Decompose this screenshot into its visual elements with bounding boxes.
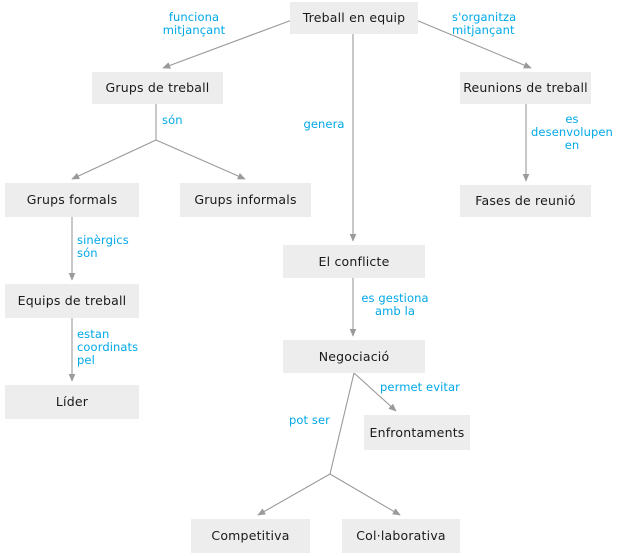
edge-pot-ser-to-competitiva: [257, 473, 331, 516]
node-label: Equips de treball: [17, 293, 127, 309]
edge-label-pot-ser: pot ser: [289, 413, 330, 427]
edge-label-sorganitza-mitjancant: s'organitza mitjançant: [452, 10, 517, 37]
node-label: Grups formals: [26, 192, 118, 208]
node-equips-de-treball[interactable]: Equips de treball: [5, 284, 139, 318]
node-lider[interactable]: Líder: [5, 385, 139, 419]
node-reunions-de-treball[interactable]: Reunions de treball: [460, 72, 591, 104]
node-treball-en-equip[interactable]: Treball en equip: [290, 2, 418, 34]
node-label: El conflicte: [318, 253, 390, 269]
node-fases-de-reunio[interactable]: Fases de reunió: [460, 185, 591, 217]
node-negociacio[interactable]: Negociació: [283, 340, 425, 373]
node-label: Enfrontaments: [369, 424, 465, 440]
edge-label-sinergics-son: sinèrgics són: [77, 233, 129, 260]
edge-son-to-informals: [155, 139, 246, 180]
node-label: Negociació: [318, 348, 390, 364]
node-competitiva[interactable]: Competitiva: [191, 519, 310, 553]
node-label: Grups de treball: [105, 80, 210, 96]
edge-son-to-formals: [71, 139, 157, 180]
edge-label-permet-evitar: permet evitar: [380, 380, 461, 394]
edge-label-es-gestiona-amb-la: es gestiona amb la: [361, 291, 429, 318]
edge-pot-ser-to-collaborativa: [329, 473, 401, 516]
edge-label-funciona-mitjancant: funciona mitjançant: [162, 10, 226, 37]
edge-label-es-desenvolupen-en: es desenvolupen en: [531, 112, 613, 152]
node-enfrontaments[interactable]: Enfrontaments: [364, 415, 470, 450]
node-grups-formals[interactable]: Grups formals: [5, 183, 139, 217]
node-label: Líder: [55, 394, 89, 410]
node-el-conflicte[interactable]: El conflicte: [283, 245, 425, 278]
node-label: Reunions de treball: [463, 80, 588, 96]
node-label: Grups informals: [194, 192, 297, 208]
edge-label-genera: genera: [303, 117, 345, 131]
node-label: Col·laborativa: [356, 528, 446, 544]
node-grups-informals[interactable]: Grups informals: [180, 183, 311, 217]
node-label: Competitiva: [211, 528, 290, 544]
edge-label-estan-coordinats-pel: estan coordinats pel: [77, 327, 139, 367]
node-col-laborativa[interactable]: Col·laborativa: [342, 519, 460, 553]
node-grups-de-treball[interactable]: Grups de treball: [92, 72, 223, 104]
edge-label-son: són: [162, 113, 183, 127]
node-label: Fases de reunió: [475, 193, 576, 209]
node-label: Treball en equip: [302, 10, 406, 26]
